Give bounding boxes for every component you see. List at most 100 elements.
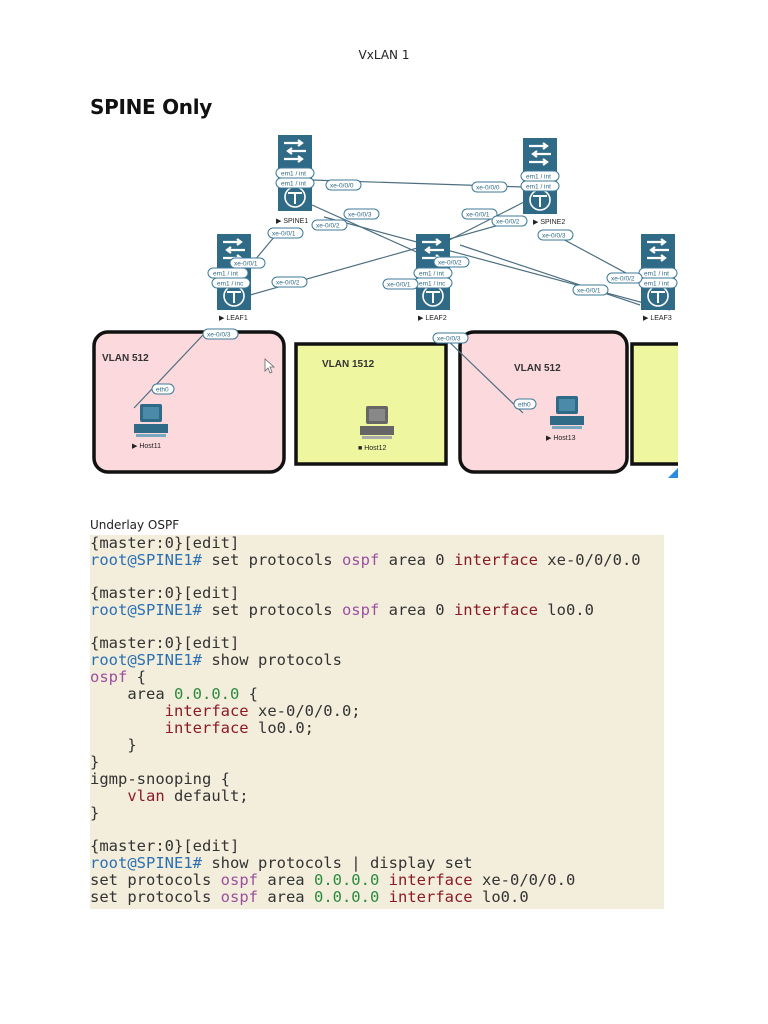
terminal-text xyxy=(90,702,165,720)
vlan-label: VLAN 512 xyxy=(514,363,561,374)
section-label: Underlay OSPF xyxy=(90,518,180,532)
terminal-line xyxy=(90,619,664,635)
terminal-text: show protocols | display set xyxy=(201,854,473,872)
terminal-line: {master:0}[edit] xyxy=(90,838,664,855)
terminal-line: igmp-snooping { xyxy=(90,771,664,788)
terminal-line: ospf { xyxy=(90,669,664,686)
terminal-line: } xyxy=(90,754,664,771)
terminal-text: interface xyxy=(164,719,249,737)
terminal-text: area xyxy=(257,871,314,889)
terminal-text: {master:0}[edit] xyxy=(90,837,240,855)
host-host12[interactable]: ■ Host12 xyxy=(358,406,394,452)
terminal-text: 0.0.0.0 xyxy=(313,888,380,906)
terminal-line xyxy=(90,569,664,585)
terminal-text: 0.0.0.0 xyxy=(313,871,380,889)
vlan-box-1: VLAN 512 xyxy=(92,330,286,474)
terminal-line xyxy=(90,822,664,838)
terminal-text: } xyxy=(90,736,137,754)
terminal-text: ospf xyxy=(341,551,380,569)
terminal-text: } xyxy=(90,804,100,822)
terminal-text: set protocols xyxy=(201,551,342,569)
terminal-line: set protocols ospf area 0.0.0.0 interfac… xyxy=(90,872,664,889)
terminal-line: } xyxy=(90,737,664,754)
terminal-line: {master:0}[edit] xyxy=(90,635,664,652)
switch-name: ▶ SPINE2 xyxy=(533,219,565,226)
link-leaf2-host13 xyxy=(441,334,524,414)
terminal-text: { xyxy=(127,668,146,686)
terminal-text: area xyxy=(90,685,174,703)
svg-text:em1 / int: em1 / int xyxy=(526,184,551,191)
terminal-line: vlan default; xyxy=(90,788,664,805)
svg-text:xe-0/0/1: xe-0/0/1 xyxy=(577,288,601,295)
terminal-text: {master:0}[edit] xyxy=(90,584,240,602)
terminal-text xyxy=(379,871,388,889)
terminal-text xyxy=(90,719,165,737)
terminal-text: interface xyxy=(453,551,538,569)
mgmt-labels: em1 / int em1 / int em1 / int em1 / int … xyxy=(207,167,678,289)
svg-text:xe-0/0/3: xe-0/0/3 xyxy=(348,212,372,219)
switch-name: ▶ SPINE1 xyxy=(276,218,308,225)
terminal-text: area 0 xyxy=(379,551,454,569)
svg-text:em1 / int: em1 / int xyxy=(213,271,238,278)
svg-text:xe-0/0/1: xe-0/0/1 xyxy=(466,212,490,219)
terminal-prompt: root@SPINE1# xyxy=(90,651,202,669)
svg-text:xe-0/0/1: xe-0/0/1 xyxy=(272,231,296,238)
switch-name: ▶ LEAF1 xyxy=(219,315,248,322)
host-name: ■ Host12 xyxy=(358,445,386,452)
terminal-prompt: root@SPINE1# xyxy=(90,601,202,619)
link-leaf2-leaf3 xyxy=(459,244,641,306)
terminal-line: {master:0}[edit] xyxy=(90,535,664,552)
svg-text:xe-0/0/2: xe-0/0/2 xyxy=(496,219,520,226)
network-topology-diagram: VLAN 512 VLAN 1512 VLAN 512 xyxy=(90,130,678,478)
terminal-text: set protocols xyxy=(201,601,342,619)
terminal-text: 0.0.0.0 xyxy=(174,685,240,703)
terminal-line: interface xe-0/0/0.0; xyxy=(90,703,664,720)
terminal-line: root@SPINE1# set protocols ospf area 0 i… xyxy=(90,602,664,619)
terminal-text: xe-0/0/0.0; xyxy=(248,702,361,720)
terminal-text: { xyxy=(239,685,258,703)
vlan-label: VLAN 512 xyxy=(102,353,149,364)
terminal-text: default; xyxy=(164,787,249,805)
terminal-text: vlan xyxy=(127,787,165,805)
svg-text:xe-0/0/2: xe-0/0/2 xyxy=(276,280,300,287)
host-host13[interactable]: ▶ Host13 xyxy=(546,396,584,442)
vlan-box-2: VLAN 1512 xyxy=(294,342,448,466)
svg-text:eth0: eth0 xyxy=(156,387,169,394)
svg-text:em1 / int: em1 / int xyxy=(281,181,306,188)
terminal-text: interface xyxy=(388,888,473,906)
terminal-text: set protocols xyxy=(90,871,221,889)
terminal-text: lo0.0 xyxy=(537,601,594,619)
terminal-text xyxy=(379,888,388,906)
terminal-text: xe-0/0/0.0 xyxy=(472,871,576,889)
svg-text:xe-0/0/3: xe-0/0/3 xyxy=(542,233,566,240)
terminal-text: area xyxy=(257,888,314,906)
switch-name: ▶ LEAF2 xyxy=(418,315,447,322)
host-name: ▶ Host13 xyxy=(546,435,576,442)
vlan-box-4 xyxy=(630,342,678,478)
terminal-text: interface xyxy=(164,702,249,720)
link-spine1-leaf2 xyxy=(311,204,431,259)
svg-text:em1 / inc: em1 / inc xyxy=(217,281,244,288)
vlan-label: VLAN 1512 xyxy=(322,359,375,370)
terminal-prompt: root@SPINE1# xyxy=(90,551,202,569)
svg-text:em1 / int: em1 / int xyxy=(281,171,306,178)
svg-text:xe-0/0/2: xe-0/0/2 xyxy=(611,276,635,283)
switch-name: ▶ LEAF3 xyxy=(643,315,672,322)
page-header: VxLAN 1 xyxy=(358,48,410,62)
terminal-prompt: root@SPINE1# xyxy=(90,854,202,872)
host-name: ▶ Host11 xyxy=(132,443,161,450)
terminal-line: {master:0}[edit] xyxy=(90,585,664,602)
svg-text:xe-0/0/2: xe-0/0/2 xyxy=(438,260,462,267)
svg-text:xe-0/0/1: xe-0/0/1 xyxy=(234,261,258,268)
terminal-line: area 0.0.0.0 { xyxy=(90,686,664,703)
host-host11[interactable]: ▶ Host11 xyxy=(132,404,168,450)
terminal-text: interface xyxy=(388,871,473,889)
vlan-box-3: VLAN 512 xyxy=(458,330,629,474)
terminal-text: igmp-snooping { xyxy=(90,770,230,788)
terminal-text: lo0.0 xyxy=(472,888,529,906)
terminal-line: root@SPINE1# set protocols ospf area 0 i… xyxy=(90,552,664,569)
svg-text:em1 / int: em1 / int xyxy=(526,174,551,181)
terminal-text: show protocols xyxy=(201,651,342,669)
terminal-text: ospf xyxy=(90,668,128,686)
terminal-text: ospf xyxy=(220,888,258,906)
